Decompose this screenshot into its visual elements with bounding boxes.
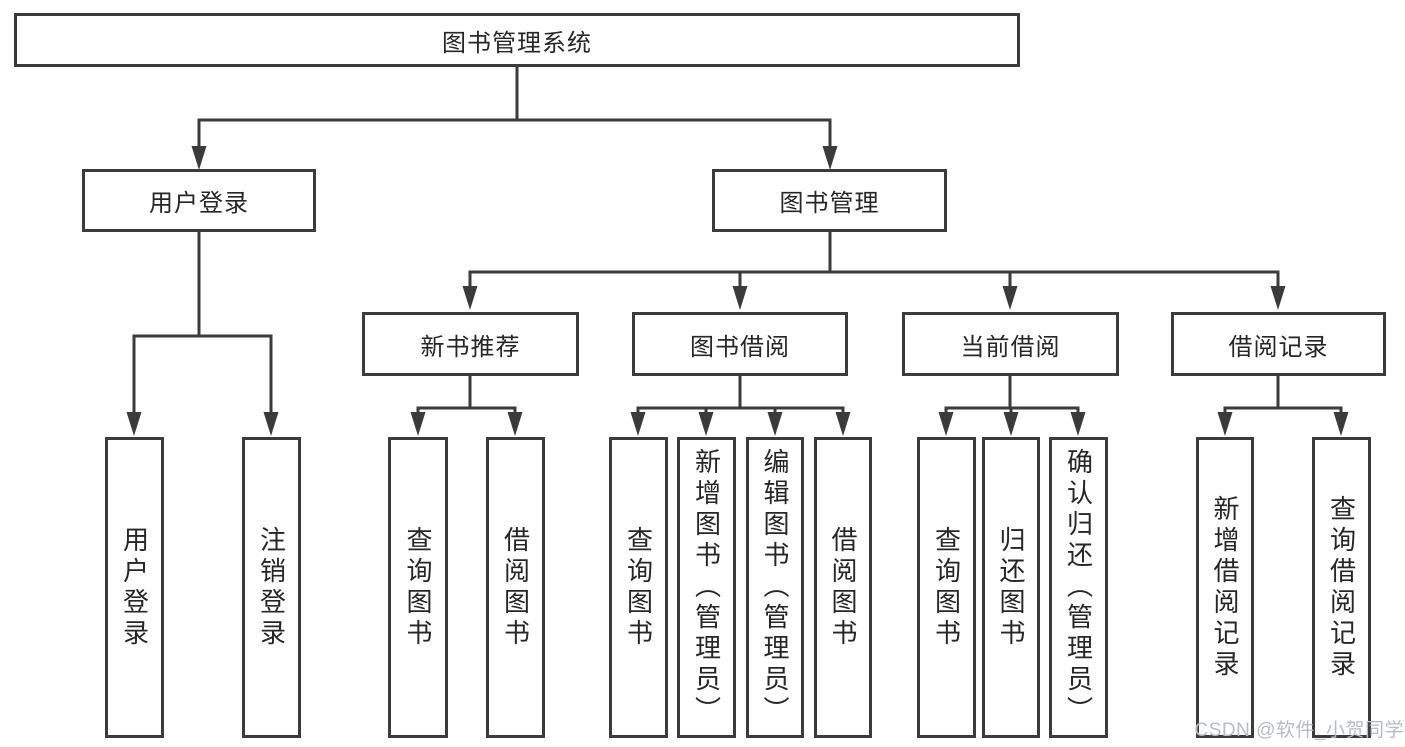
arrowhead [630, 412, 646, 436]
connector-borrow-records-to-leaves [1223, 376, 1343, 420]
arrowhead [1270, 286, 1286, 310]
arrowhead [1003, 412, 1019, 436]
arrowhead [822, 146, 838, 170]
connector-root-to-level2 [197, 67, 832, 152]
node-root-system: 图书管理系统 [14, 13, 1020, 67]
node-borrow-records: 借阅记录 [1171, 312, 1386, 376]
node-label: 新增图书（管理员） [691, 448, 722, 727]
arrowhead [1002, 286, 1018, 310]
leaf-add-book-admin: 新增图书（管理员） [677, 437, 736, 738]
watermark: CSDN @软件_小贺同学 [1194, 720, 1404, 741]
node-new-book-recommend: 新书推荐 [362, 312, 579, 376]
node-label: 借阅图书 [500, 525, 531, 650]
arrowhead [1217, 412, 1233, 436]
node-label: 查询图书 [403, 525, 433, 650]
arrowhead [767, 412, 783, 436]
node-label: 用户登录 [149, 190, 249, 217]
node-label: 图书借阅 [690, 333, 790, 361]
node-book-borrow: 图书借阅 [632, 312, 848, 376]
leaf-logout: 注销登录 [242, 437, 301, 738]
arrowhead [126, 412, 142, 436]
node-user-login: 用户登录 [82, 169, 316, 232]
arrowhead [698, 412, 714, 436]
connector-book-management-to-level3 [468, 232, 1280, 296]
node-label: 归还图书 [996, 525, 1026, 650]
connector-new-book-recommend-to-leaves [416, 376, 517, 420]
node-label: 确认归还（管理员） [1063, 448, 1094, 727]
node-book-management: 图书管理 [712, 169, 947, 232]
node-current-borrow: 当前借阅 [902, 312, 1119, 376]
node-label: 借阅图书 [828, 525, 858, 650]
leaf-confirm-return-admin: 确认归还（管理员） [1049, 437, 1108, 738]
connector-current-borrow-to-leaves [944, 376, 1080, 420]
arrowhead [191, 146, 207, 170]
node-label: 用户登录 [119, 525, 150, 650]
leaf-query-books-borrow: 查询图书 [609, 437, 668, 738]
node-label: 编辑图书（管理员） [760, 448, 790, 727]
arrowhead [835, 412, 851, 436]
arrowhead [1070, 412, 1086, 436]
leaf-query-books-recommend: 查询图书 [388, 437, 448, 738]
node-label: 图书管理系统 [442, 29, 592, 57]
arrowhead [732, 286, 748, 310]
node-label: 新增借阅记录 [1210, 494, 1240, 681]
leaf-add-borrow-record: 新增借阅记录 [1196, 437, 1254, 738]
node-label: 查询借阅记录 [1326, 494, 1357, 681]
arrowhead [410, 412, 426, 436]
node-label: 借阅记录 [1228, 333, 1329, 361]
arrowhead [507, 412, 523, 436]
arrowhead [263, 412, 279, 436]
leaf-user-login: 用户登录 [105, 437, 164, 738]
node-label: 新书推荐 [420, 333, 521, 361]
leaf-borrow-books: 借阅图书 [814, 437, 872, 738]
leaf-return-book: 归还图书 [982, 437, 1040, 738]
node-label: 当前借阅 [960, 333, 1061, 361]
node-label: 查询图书 [931, 525, 962, 650]
node-label: 注销登录 [256, 525, 287, 650]
arrowhead [1333, 412, 1349, 436]
connector-book-borrow-to-leaves [636, 376, 845, 420]
node-label: 图书管理 [779, 190, 880, 217]
node-label: 查询图书 [623, 525, 654, 650]
arrowhead [938, 412, 954, 436]
leaf-borrow-books-recommend: 借阅图书 [486, 437, 545, 738]
connector-user-login-to-leaves [132, 232, 273, 420]
arrowhead [462, 286, 478, 310]
leaf-edit-book-admin: 编辑图书（管理员） [746, 437, 804, 738]
leaf-query-borrow-record: 查询借阅记录 [1312, 437, 1371, 738]
leaf-query-books-current: 查询图书 [917, 437, 976, 738]
